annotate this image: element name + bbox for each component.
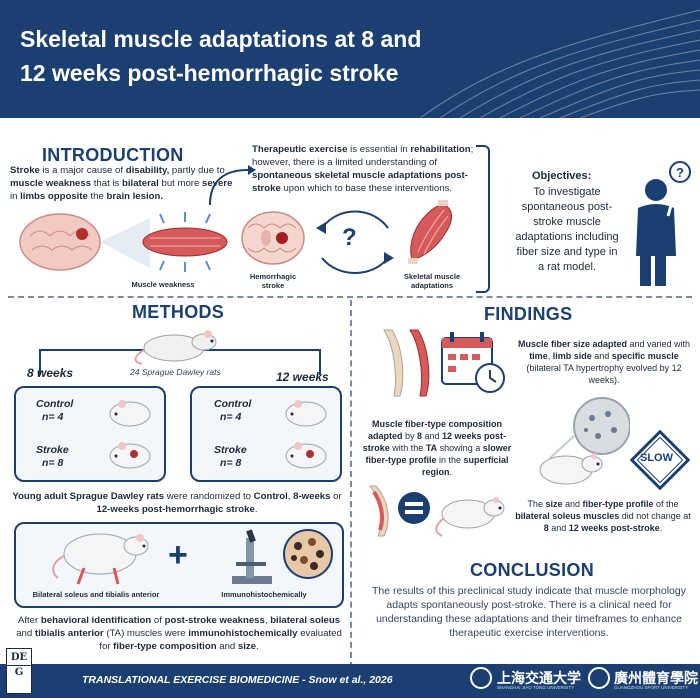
soleus-rat-icon xyxy=(369,485,505,537)
title-line-2: 12 weeks post-hemorrhagic stroke xyxy=(20,60,399,86)
gzsu-seal-icon xyxy=(588,667,610,689)
sjtu-name-en: SHANGHAI JIAO TONG UNIVERSITY xyxy=(497,685,575,690)
findings-title: FINDINGS xyxy=(484,304,573,324)
page-title: Skeletal muscle adaptations at 8 and 12 … xyxy=(20,22,540,90)
muscle-pair-icon xyxy=(383,329,430,397)
slow-sign-text: SLOW xyxy=(640,452,673,464)
brain-muscle-illustration xyxy=(19,212,228,272)
ihc-label: Immunohistochemically xyxy=(221,590,307,599)
slow-sign-icon xyxy=(630,430,690,490)
hemorrhagic-brain-icon xyxy=(241,211,305,265)
decorative-lines xyxy=(419,9,700,118)
finding-fiber-type: Muscle fiber-type composition adapted by… xyxy=(362,419,512,477)
title-line-1: Skeletal muscle adaptations at 8 and xyxy=(20,26,422,52)
gzsu-name: 廣州體育學院 xyxy=(614,671,698,687)
citation-text: TRANSLATIONAL EXERCISE BIOMEDICINE - Sno… xyxy=(82,674,393,686)
microscope-icon xyxy=(232,529,333,584)
bracket xyxy=(476,145,490,293)
procedure-box xyxy=(14,522,344,608)
randomized-description: Young adult Sprague Dawley rats were ran… xyxy=(12,491,342,515)
magnified-fiber-icon xyxy=(539,397,630,485)
procedure-description: After behavioral identification of post-… xyxy=(16,615,342,652)
soleus-label: Bilateral soleus and tibialis anterior xyxy=(32,590,160,599)
objectives-title: Objectives: xyxy=(532,170,592,182)
thinking-person-icon: ? xyxy=(636,161,691,286)
finding-fiber-size: Muscle fiber size adapted and varied wit… xyxy=(517,339,691,385)
gzsu-name-en: GUANGZHOU SPORT UNIVERSITY xyxy=(614,685,689,690)
week12-label: 12 weeks xyxy=(276,370,329,384)
stroke-description: Stroke is a major cause of disability, p… xyxy=(10,165,233,202)
introduction-title: INTRODUCTION xyxy=(42,145,184,165)
muscle-weakness-label: Muscle weakness xyxy=(131,280,195,289)
sjtu-seal-icon xyxy=(470,667,492,689)
conclusion-title: CONCLUSION xyxy=(470,560,594,580)
cycle-arrows-icon xyxy=(316,210,394,274)
objectives-text: To investigate spontaneous post-stroke m… xyxy=(515,186,619,273)
section-divider-horizontal xyxy=(8,296,692,298)
muscle-icon xyxy=(142,212,228,272)
svg-text:?: ? xyxy=(676,165,684,180)
methods-title: METHODS xyxy=(132,302,225,322)
rats-count-label: 24 Sprague Dawley rats xyxy=(130,367,221,377)
skeletal-muscle-icon xyxy=(408,200,452,264)
sjtu-name: 上海交通大学 xyxy=(497,671,581,687)
header-banner: Skeletal muscle adaptations at 8 and 12 … xyxy=(0,0,700,118)
conclusion-text: The results of this preclinical study in… xyxy=(372,585,686,639)
week8-label: 8 weeks xyxy=(27,366,74,380)
brain-icon xyxy=(19,213,101,271)
calendar-clock-icon xyxy=(441,332,505,393)
arrow-up-icon xyxy=(209,165,256,206)
rat-heads-week12 xyxy=(285,400,327,469)
rat-icon xyxy=(134,330,217,365)
rat-heads-week8 xyxy=(109,400,151,469)
section-divider-vertical xyxy=(350,300,352,668)
plus-sign: + xyxy=(168,536,188,574)
therapy-description: Therapeutic exercise is essential in reh… xyxy=(252,144,474,194)
finding-soleus: The size and fiber-type profile of the b… xyxy=(515,499,691,533)
footer-bar xyxy=(0,664,700,698)
rat-legs-icon xyxy=(52,533,149,585)
question-mark: ? xyxy=(342,224,357,251)
